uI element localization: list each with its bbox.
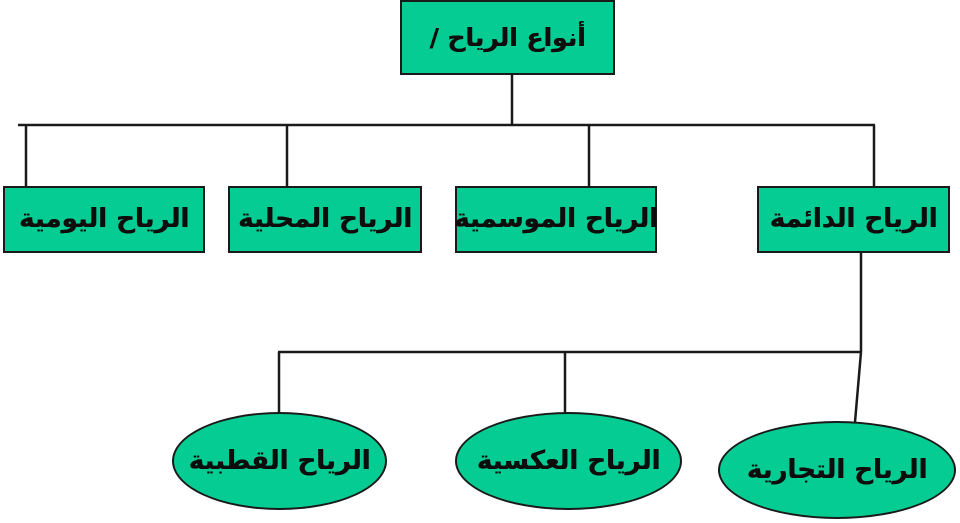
node-westerly-winds-label: الرياح العكسية (476, 445, 661, 476)
node-polar-winds[interactable]: الرياح القطبية (172, 412, 387, 510)
node-local-winds[interactable]: الرياح المحلية (228, 186, 422, 253)
node-trade-winds[interactable]: الرياح التجارية (718, 421, 956, 519)
node-westerly-winds[interactable]: الرياح العكسية (455, 412, 682, 510)
connector-drop-trade (853, 351, 863, 423)
node-seasonal-winds-label: الرياح الموسمية (454, 204, 658, 235)
node-root-wind-types[interactable]: أنواع الرياح / (400, 0, 615, 75)
node-trade-winds-label: الرياح التجارية (746, 454, 928, 485)
node-seasonal-winds[interactable]: الرياح الموسمية (454, 186, 658, 253)
node-daily-winds-label: الرياح اليومية (18, 204, 190, 235)
node-permanent-winds[interactable]: الرياح الدائمة (757, 186, 950, 253)
node-local-winds-label: الرياح المحلية (238, 204, 413, 235)
node-root-label: أنواع الرياح / (429, 22, 586, 52)
node-permanent-winds-label: الرياح الدائمة (769, 204, 938, 235)
node-daily-winds[interactable]: الرياح اليومية (3, 186, 205, 253)
node-polar-winds-label: الرياح القطبية (188, 445, 371, 476)
